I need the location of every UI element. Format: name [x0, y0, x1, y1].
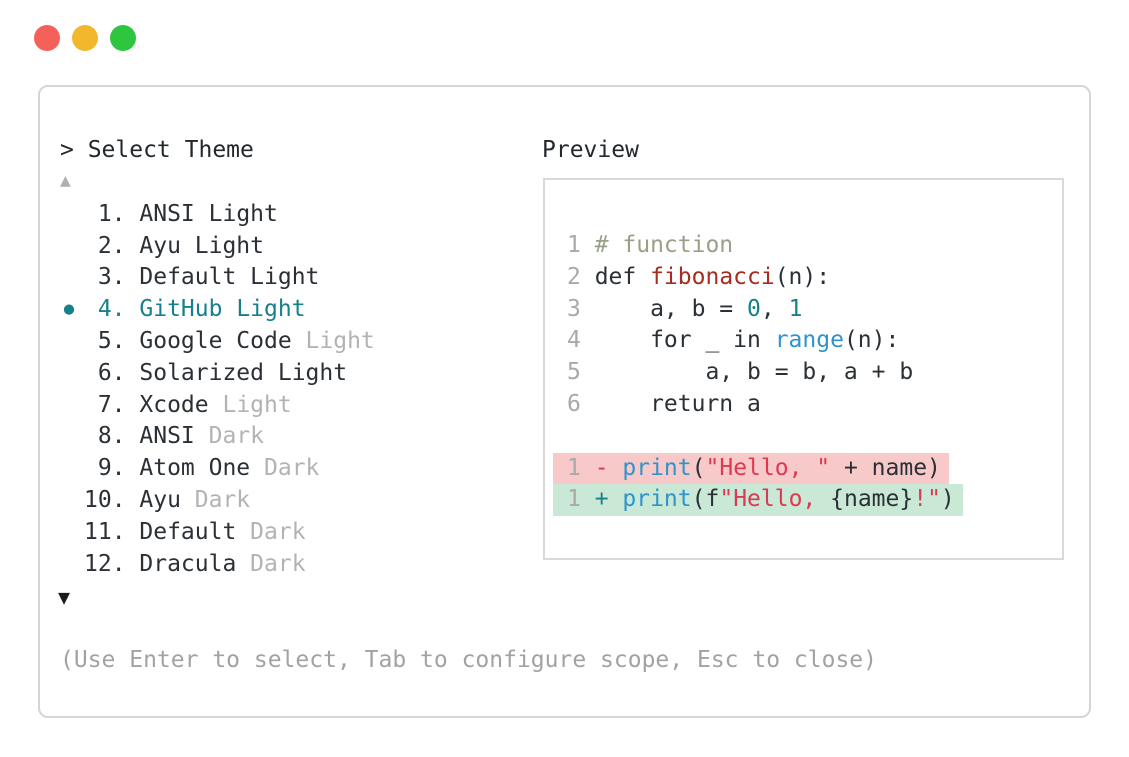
code-line: 5 a, b = b, a + b: [545, 357, 1062, 389]
theme-option[interactable]: 7. Xcode Light: [40, 389, 510, 421]
theme-name: Dracula Dark: [139, 550, 306, 577]
theme-name: GitHub Light: [139, 296, 306, 323]
line-number: 1: [567, 232, 581, 258]
scroll-up-icon[interactable]: ▲: [60, 170, 71, 191]
minimize-button[interactable]: [72, 25, 98, 51]
theme-list: 1. ANSI Light 2. Ayu Light 3. Default Light ● 4…: [40, 198, 510, 580]
theme-name: Ayu Dark: [139, 487, 251, 514]
theme-name: Xcode Light: [139, 391, 292, 418]
theme-number: 7.: [97, 391, 126, 418]
theme-number: 3.: [97, 264, 126, 291]
diff-line-removed: 1- print("Hello, " + name): [545, 452, 1062, 485]
theme-number: 9.: [97, 455, 126, 482]
theme-name: Default Light: [139, 264, 320, 291]
code-line: 6 return a: [545, 389, 1062, 421]
diff-line-added: 1+ print(f"Hello, {name}!"): [545, 484, 1062, 517]
footer-hint: (Use Enter to select, Tab to configure s…: [60, 647, 877, 673]
theme-name: Solarized Light: [139, 359, 348, 386]
theme-option[interactable]: 8. ANSI Dark: [40, 421, 510, 453]
theme-number: 6.: [97, 359, 126, 386]
theme-name: Ayu Light: [139, 232, 265, 259]
line-number: 3: [567, 295, 581, 322]
theme-option[interactable]: 1. ANSI Light: [40, 198, 510, 230]
theme-option[interactable]: ● 4. GitHub Light: [40, 293, 510, 325]
theme-option[interactable]: 9. Atom One Dark: [40, 452, 510, 484]
theme-number: 1.: [97, 200, 126, 227]
theme-option[interactable]: 12. Dracula Dark: [40, 548, 510, 580]
code-line: 1# function: [545, 230, 1062, 262]
theme-number: 11.: [84, 518, 126, 545]
line-number: 2: [567, 263, 581, 290]
theme-number: 8.: [97, 423, 126, 450]
theme-option[interactable]: 3. Default Light: [40, 262, 510, 294]
theme-name: ANSI Light: [139, 200, 278, 227]
theme-picker-dialog: > Select Theme Preview ▲ 1. ANSI Light 2. A…: [38, 85, 1091, 718]
window-controls: [34, 25, 136, 51]
theme-name: Google Code Light: [139, 328, 375, 355]
theme-number: 12.: [84, 550, 126, 577]
theme-option[interactable]: 10. Ayu Dark: [40, 484, 510, 516]
line-number: 1: [567, 454, 581, 481]
theme-number: 10.: [84, 487, 126, 514]
theme-name: ANSI Dark: [139, 423, 265, 450]
line-number: 5: [567, 359, 581, 386]
line-number: 4: [567, 327, 581, 354]
preview-title: Preview: [542, 137, 639, 163]
theme-option[interactable]: 6. Solarized Light: [40, 357, 510, 389]
theme-number: 4.: [97, 296, 126, 323]
dialog-title: > Select Theme: [60, 137, 254, 163]
line-number: 6: [567, 390, 581, 417]
selection-indicator-icon: ●: [63, 299, 75, 320]
theme-option[interactable]: 2. Ayu Light: [40, 230, 510, 262]
theme-name: Default Dark: [139, 518, 306, 545]
close-button[interactable]: [34, 25, 60, 51]
diff-highlight: 1- print("Hello, " + name): [553, 452, 949, 485]
code-line: 3 a, b = 0, 1: [545, 294, 1062, 326]
theme-number: 5.: [97, 328, 126, 355]
theme-option[interactable]: 11. Default Dark: [40, 516, 510, 548]
code-line: 4 for _ in range(n):: [545, 325, 1062, 357]
theme-name: Atom One Dark: [139, 455, 320, 482]
line-number: 1: [567, 486, 581, 513]
diff-highlight: 1+ print(f"Hello, {name}!"): [553, 484, 963, 517]
scroll-down-icon[interactable]: ▼: [58, 585, 71, 609]
code-line: [545, 421, 1062, 453]
theme-option[interactable]: 5. Google Code Light: [40, 325, 510, 357]
zoom-button[interactable]: [110, 25, 136, 51]
theme-number: 2.: [97, 232, 126, 259]
